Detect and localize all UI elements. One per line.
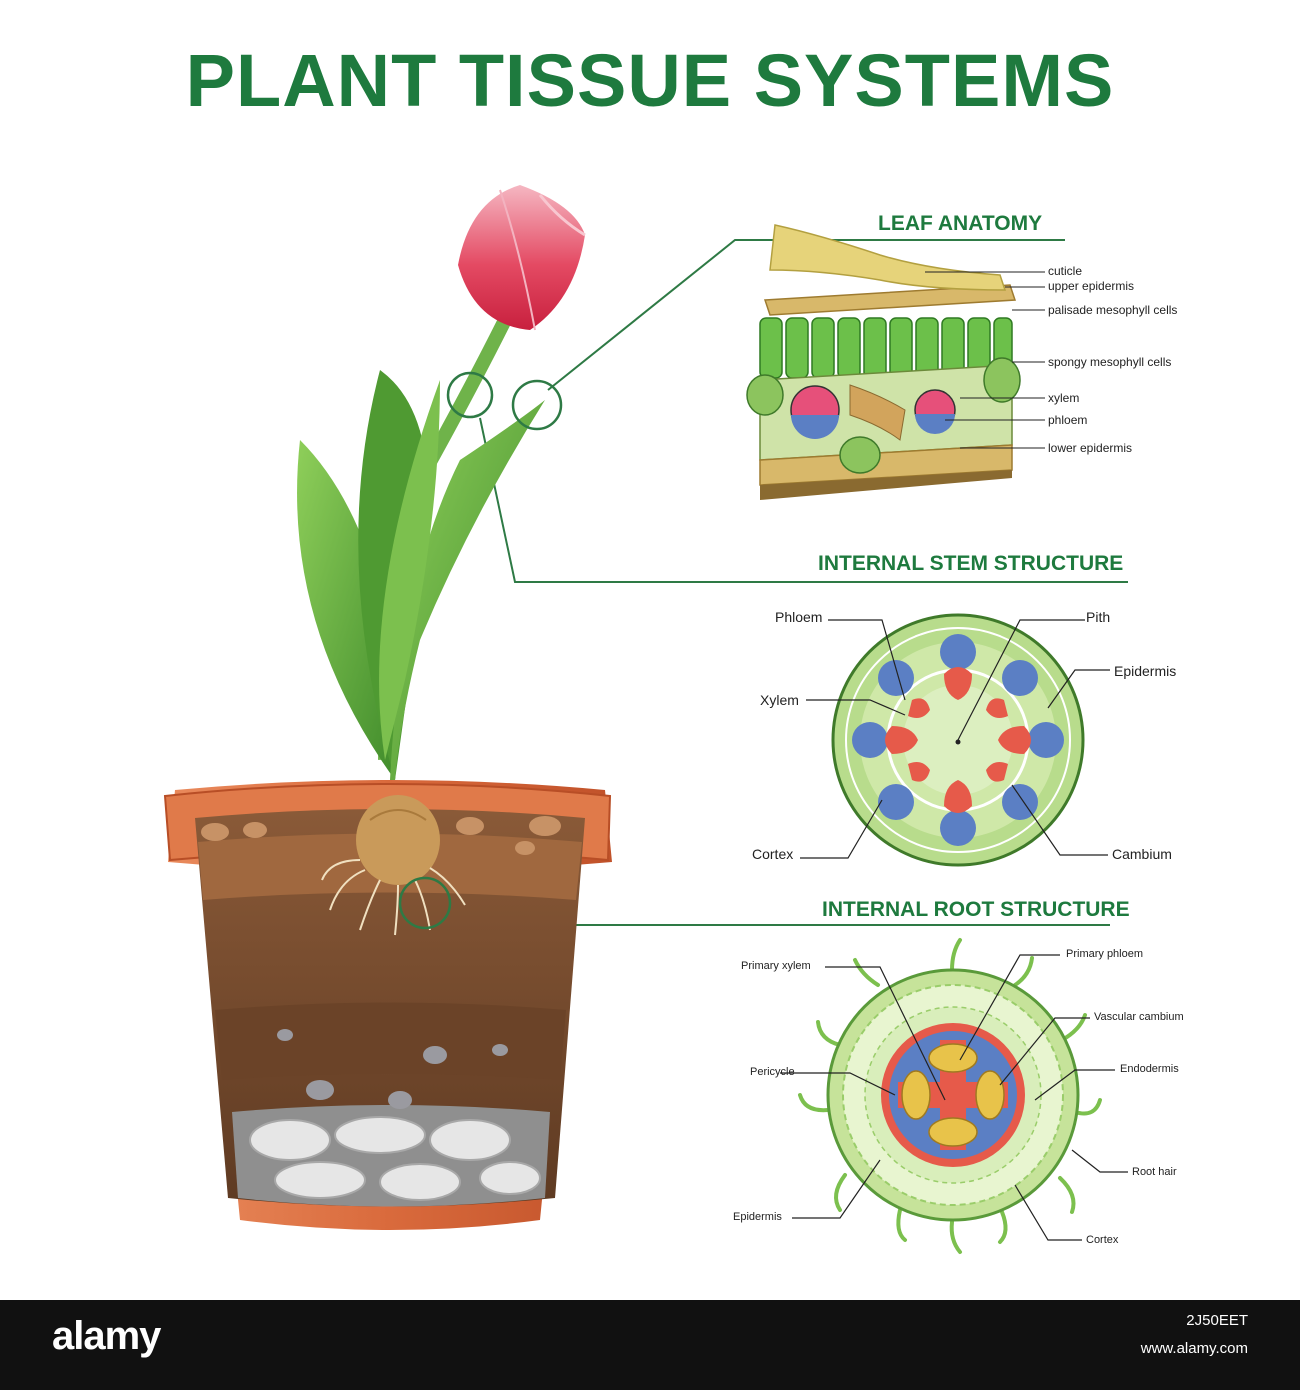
root-label-root-hair: Root hair (1132, 1166, 1177, 1178)
root-label-epidermis: Epidermis (733, 1211, 782, 1223)
leaf-magnifier-circle (511, 379, 563, 431)
stem-label-cortex: Cortex (752, 846, 794, 862)
stem-label-pith: Pith (1086, 609, 1111, 625)
stem-label-cambium: Cambium (1112, 846, 1172, 862)
leaf-label-cuticle: cuticle (1048, 264, 1083, 278)
footer-url: www.alamy.com (1140, 1340, 1248, 1357)
stem-label-epidermis: Epidermis (1114, 663, 1177, 679)
diagram-canvas (163, 185, 1128, 1254)
leaf-leader-lines (925, 271, 1045, 449)
root-label-pericycle: Pericycle (750, 1066, 795, 1078)
root-leader-lines (780, 954, 1128, 1241)
image-id: 2J50EET (1186, 1312, 1248, 1329)
root-label-primary-phloem: Primary phloem (1066, 948, 1144, 960)
leaf-label-xylem: xylem (1048, 391, 1080, 405)
leaf-anatomy-illustration (746, 224, 1021, 500)
leaf-label-phloem: phloem (1048, 413, 1088, 427)
leaf-label-palisade: palisade mesophyll cells (1048, 303, 1178, 317)
leaf-label-lower-epidermis: lower epidermis (1048, 441, 1133, 455)
root-label-cortex: Cortex (1086, 1234, 1119, 1246)
root-label-endodermis: Endodermis (1120, 1063, 1179, 1075)
clay-pot-icon (163, 780, 612, 1230)
leaf-label-spongy: spongy mesophyll cells (1048, 355, 1172, 369)
stem-leader-lines (800, 619, 1110, 859)
root-label-primary-xylem: Primary xylem (741, 960, 811, 972)
page-title: PLANT TISSUE SYSTEMS (185, 39, 1115, 122)
watermark-footer: alamy 2J50EET www.alamy.com (0, 1300, 1300, 1390)
leaf-anatomy-title: LEAF ANATOMY (878, 212, 1043, 235)
stem-magnifier-circle (446, 371, 494, 419)
leaf-label-upper-epidermis: upper epidermis (1048, 279, 1135, 293)
root-structure-title: INTERNAL ROOT STRUCTURE (822, 898, 1130, 921)
stem-label-phloem: Phloem (775, 609, 823, 625)
leaf-connector (547, 239, 1065, 391)
root-cross-section (798, 938, 1102, 1254)
stem-structure-title: INTERNAL STEM STRUCTURE (818, 552, 1124, 575)
tulip-flower-icon (297, 185, 586, 936)
root-label-vascular-cambium: Vascular cambium (1094, 1011, 1184, 1023)
stem-label-xylem: Xylem (760, 692, 799, 708)
magnifier-circle-icon (398, 371, 563, 930)
root-magnifier-circle (398, 876, 452, 930)
alamy-logo: alamy (52, 1314, 161, 1358)
